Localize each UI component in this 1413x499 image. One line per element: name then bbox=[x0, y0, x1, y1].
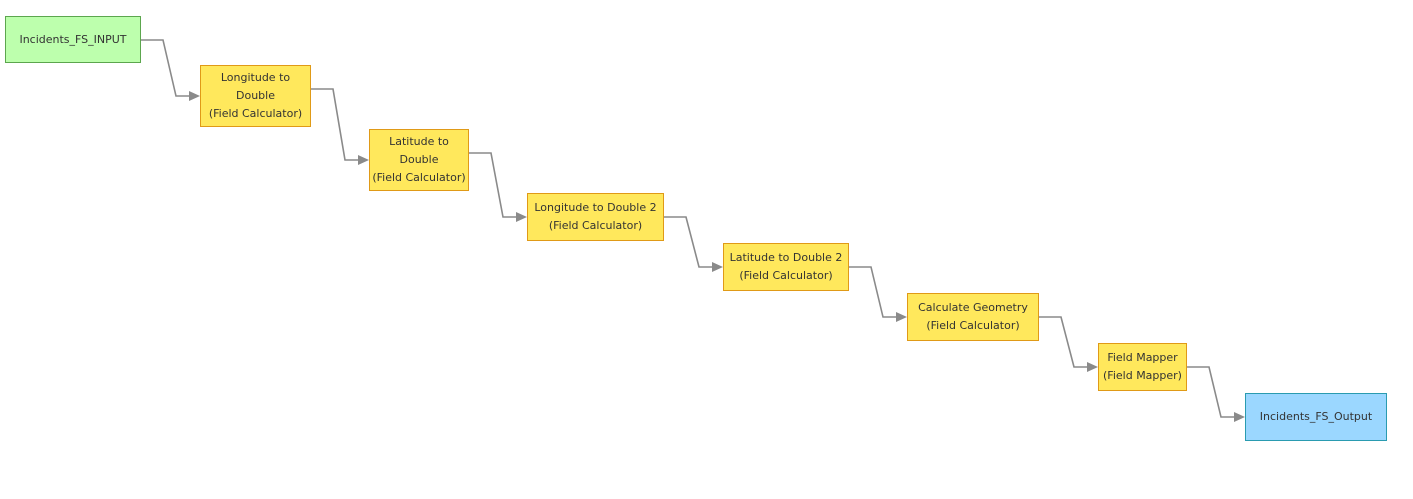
node-latitude-to-double[interactable]: Latitude to Double (Field Calculator) bbox=[369, 129, 469, 191]
arrowhead-icon bbox=[358, 155, 369, 165]
arrowhead-icon bbox=[189, 91, 200, 101]
node-label-line: (Field Calculator) bbox=[372, 171, 466, 184]
node-label-line: Latitude to Double 2 bbox=[729, 251, 843, 264]
node-label-line: Calculate Geometry bbox=[918, 301, 1028, 314]
node-field-mapper[interactable]: Field Mapper (Field Mapper) bbox=[1098, 343, 1187, 391]
arrowhead-icon bbox=[712, 262, 723, 272]
connector-line[interactable] bbox=[141, 39, 190, 97]
node-label-line: Longitude to Double 2 bbox=[534, 201, 657, 214]
arrowhead-icon bbox=[896, 312, 907, 322]
connector-line[interactable] bbox=[664, 216, 713, 268]
node-label-line: (Field Calculator) bbox=[926, 319, 1020, 332]
node-label: Incidents_FS_INPUT bbox=[19, 31, 126, 49]
connector-line[interactable] bbox=[469, 152, 517, 218]
arrowhead-icon bbox=[1234, 412, 1245, 422]
node-latitude-to-double-2[interactable]: Latitude to Double 2 (Field Calculator) bbox=[723, 243, 849, 291]
node-label: Incidents_FS_Output bbox=[1260, 408, 1372, 426]
node-label-line: Longitude to bbox=[220, 71, 291, 84]
node-longitude-to-double-2[interactable]: Longitude to Double 2 (Field Calculator) bbox=[527, 193, 664, 241]
node-label-line: Double bbox=[399, 153, 439, 166]
node-label-line: (Field Calculator) bbox=[739, 269, 833, 282]
node-incidents-fs-output[interactable]: Incidents_FS_Output bbox=[1245, 393, 1387, 441]
arrowhead-icon bbox=[1087, 362, 1098, 372]
node-label-line: (Field Mapper) bbox=[1103, 369, 1182, 382]
node-label: Field Mapper (Field Mapper) bbox=[1103, 349, 1182, 385]
node-label-line: Field Mapper bbox=[1107, 351, 1178, 364]
node-label-line: Double bbox=[236, 89, 275, 102]
node-label-line: (Field Calculator) bbox=[208, 107, 303, 120]
node-calculate-geometry[interactable]: Calculate Geometry (Field Calculator) bbox=[907, 293, 1039, 341]
connector-line[interactable] bbox=[1187, 366, 1235, 418]
node-incidents-fs-input[interactable]: Incidents_FS_INPUT bbox=[5, 16, 141, 63]
node-label-line: (Field Calculator) bbox=[548, 219, 643, 232]
connector-line[interactable] bbox=[1039, 316, 1088, 368]
node-label: Latitude to Double (Field Calculator) bbox=[372, 133, 465, 187]
node-label: Longitude to Double (Field Calculator) bbox=[209, 69, 302, 123]
connector-line[interactable] bbox=[849, 266, 897, 318]
node-label-line: Incidents_FS_Output bbox=[1259, 410, 1373, 423]
node-label: Longitude to Double 2 (Field Calculator) bbox=[534, 199, 656, 235]
node-label: Calculate Geometry (Field Calculator) bbox=[918, 299, 1028, 335]
node-label-line: Incidents_FS_INPUT bbox=[19, 32, 127, 46]
arrowhead-icon bbox=[516, 212, 527, 222]
connector-line[interactable] bbox=[311, 88, 359, 161]
node-label: Latitude to Double 2 (Field Calculator) bbox=[730, 249, 843, 285]
node-longitude-to-double[interactable]: Longitude to Double (Field Calculator) bbox=[200, 65, 311, 127]
node-label-line: Latitude to bbox=[389, 135, 449, 148]
